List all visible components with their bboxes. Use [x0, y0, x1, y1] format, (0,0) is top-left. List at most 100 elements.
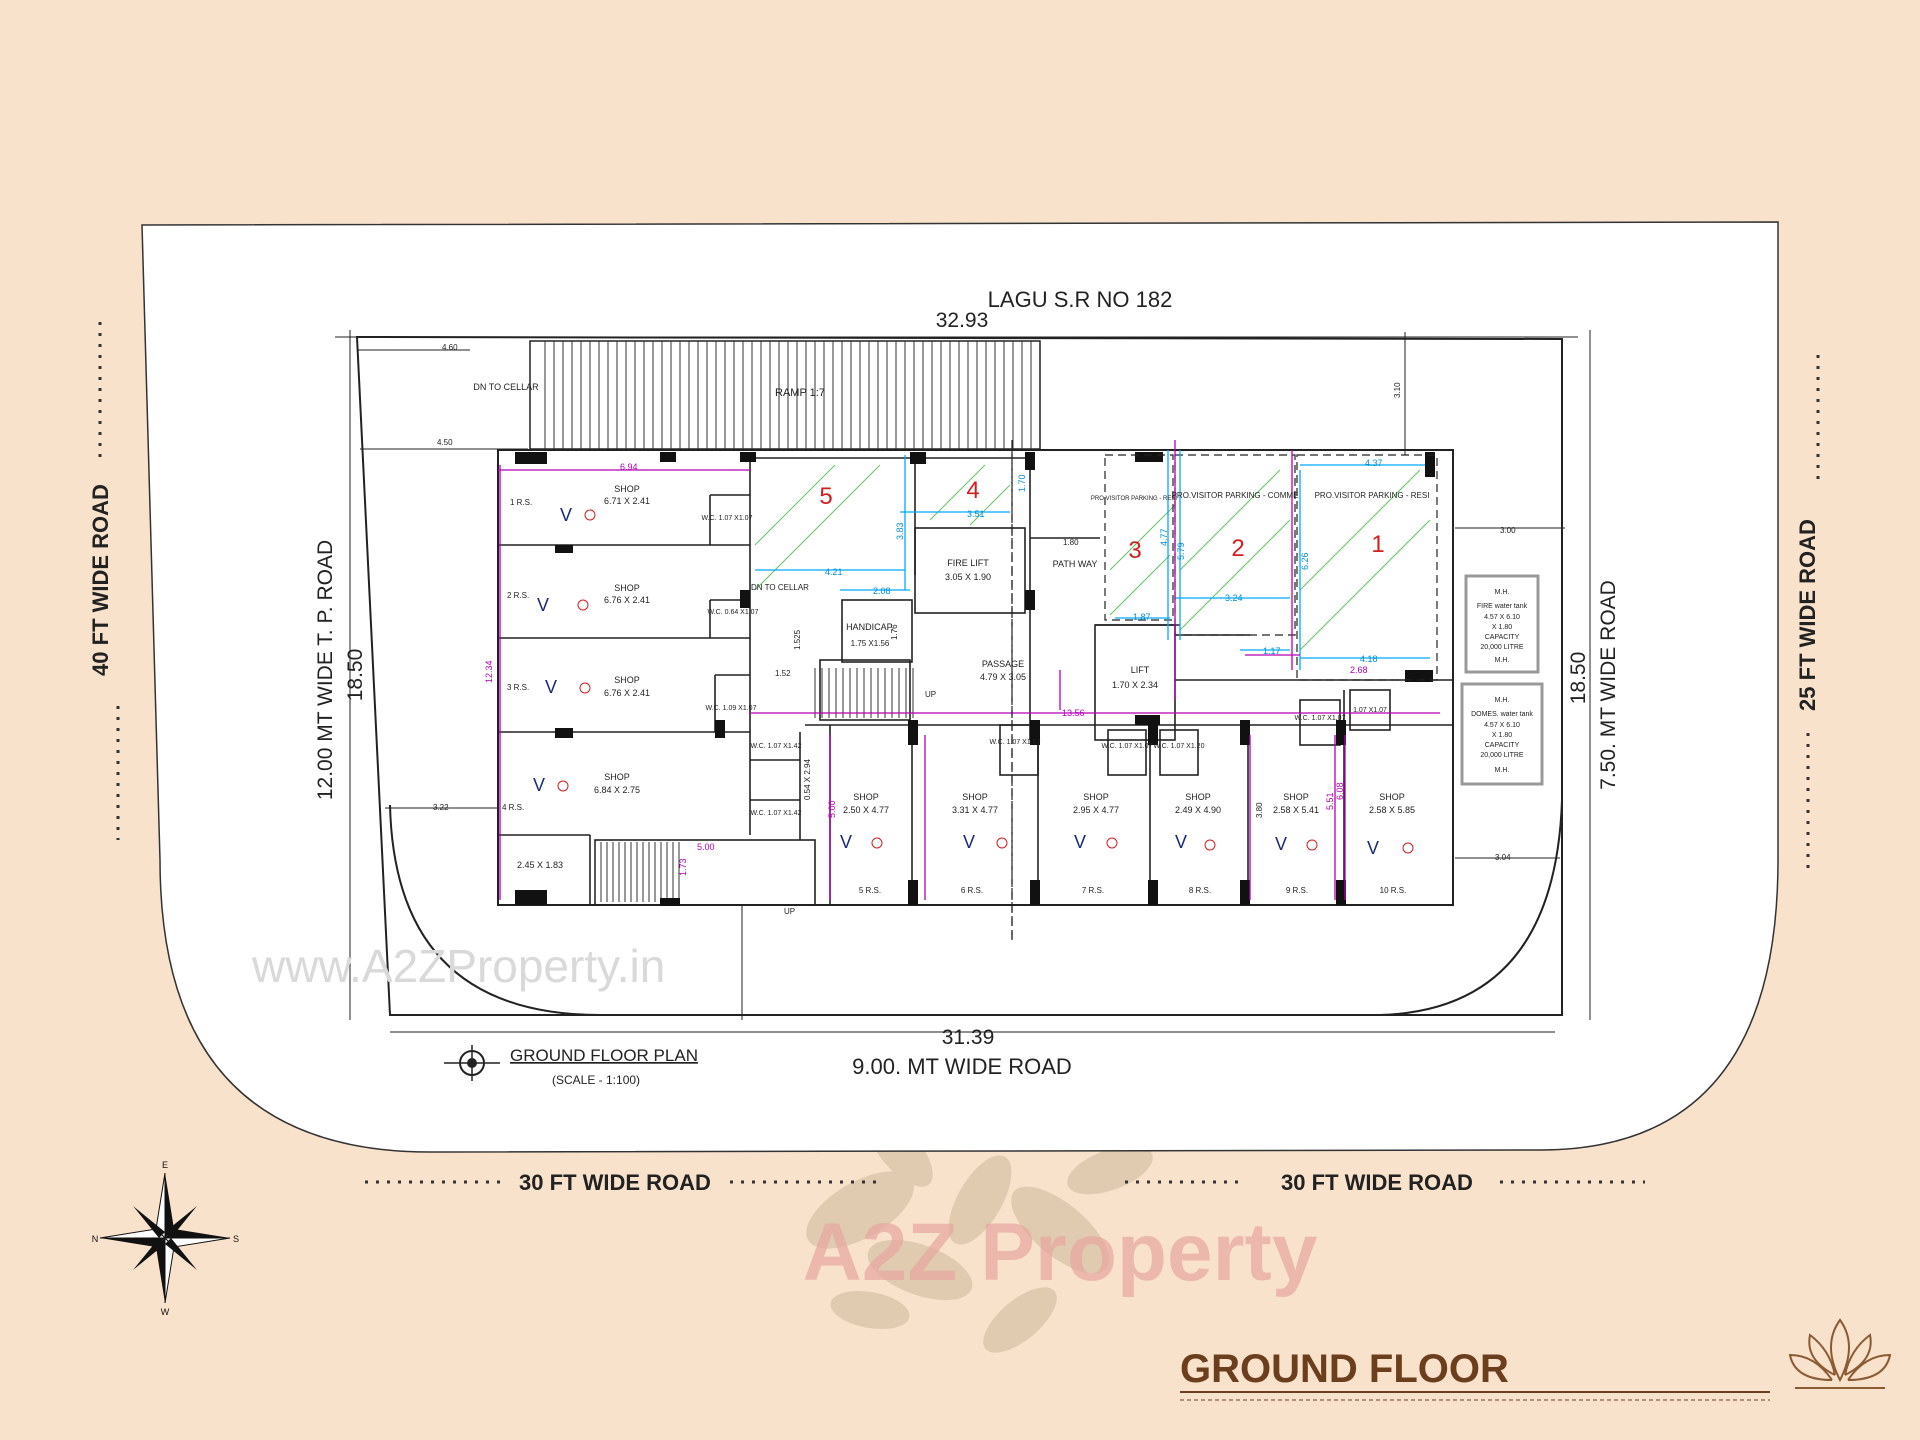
sprinkler-icons: V V V V V V V V V V	[533, 505, 1414, 858]
dim-5-00b: 5.00	[697, 842, 715, 852]
dim-5-51: 5.51	[1325, 792, 1335, 810]
svg-text:V: V	[545, 677, 557, 697]
shop-8-rs: 8 R.S.	[1189, 886, 1211, 895]
dim-3-04: 3.04	[1495, 853, 1511, 862]
cyan-dimensions	[755, 450, 1430, 670]
dn-cellar-mid-label: DN TO CELLAR	[751, 583, 809, 592]
bottom-dimension: 31.39	[942, 1026, 995, 1049]
parking-hatch	[754, 464, 1431, 651]
shop-5-name: SHOP	[853, 792, 879, 802]
top-dimension: 32.93	[936, 309, 989, 332]
svg-text:V: V	[1175, 832, 1187, 852]
domes-tank-mh-bottom: M.H.	[1495, 767, 1510, 774]
shop-4-name: SHOP	[604, 772, 630, 782]
parking-number-3: 3	[1128, 537, 1141, 564]
dim-1-76: 1.76	[890, 624, 899, 640]
compass-south: S	[233, 1234, 239, 1244]
bottom-road-label: 9.00. MT WIDE ROAD	[852, 1054, 1072, 1079]
dim-12-34: 12.34	[484, 660, 494, 683]
fire-lift-size: 3.05 X 1.90	[945, 572, 991, 582]
dim-4-18: 4.18	[1360, 654, 1378, 664]
dim-13-56: 13.56	[1062, 708, 1085, 718]
road-bottom-right-label: 30 FT WIDE ROAD	[1281, 1170, 1473, 1195]
handicap-size: 1.75 X1.56	[851, 639, 890, 648]
left-road-label: 12.00 MT WIDE T. P. ROAD	[314, 540, 337, 800]
fire-lift-label: FIRE LIFT	[947, 558, 989, 568]
dim-4-50: 4.50	[437, 438, 453, 447]
wc-label-3: W.C. 1.09 X1.07	[706, 705, 757, 712]
shop-6-rs: 6 R.S.	[961, 886, 983, 895]
compass-east: E	[162, 1160, 168, 1170]
dim-6-26: 6.26	[1300, 552, 1310, 570]
shop-10-size: 2.58 X 5.85	[1369, 805, 1415, 815]
dim-4-60: 4.60	[442, 343, 458, 352]
dim-3-80: 3.80	[1255, 802, 1264, 818]
shop-9-rs: 9 R.S.	[1286, 886, 1308, 895]
dim-1-80: 1.80	[1063, 538, 1079, 547]
dim-3-22: 3.22	[433, 803, 449, 812]
dim-3-24: 3.24	[1225, 593, 1243, 603]
dim-3-83: 3.83	[895, 522, 905, 540]
lift-size: 1.70 X 2.34	[1112, 680, 1158, 690]
shop-4-size: 6.84 X 2.75	[594, 785, 640, 795]
domes-water-tank	[1460, 682, 1544, 786]
url-watermark: www.A2ZProperty.in	[251, 940, 665, 992]
shop-6-name: SHOP	[962, 792, 988, 802]
fire-tank-mh-bottom: M.H.	[1495, 657, 1510, 664]
plan-title: GROUND FLOOR PLAN	[510, 1046, 698, 1065]
shop-1-rs: 1 R.S.	[510, 498, 532, 507]
plan-compass-icon	[444, 1045, 500, 1081]
columns	[515, 452, 1435, 906]
fire-water-tank	[1464, 574, 1540, 674]
shop-3-size: 6.76 X 2.41	[604, 688, 650, 698]
wc-label-4: W.C. 1.07 X1.42	[751, 743, 802, 750]
dim-0-54: 0.54 X 2.94	[803, 759, 812, 800]
shop-8-size: 2.49 X 4.90	[1175, 805, 1221, 815]
lotus-icon	[1788, 1318, 1892, 1389]
dim-5-79: 5.79	[1176, 542, 1186, 560]
dim-1-87: 1.87	[1133, 612, 1151, 622]
parking-label-2: PRO.VISITOR PARKING - COMME	[1172, 491, 1299, 500]
footer-title: GROUND FLOOR	[1180, 1347, 1509, 1391]
svg-text:V: V	[560, 505, 572, 525]
shop-9-name: SHOP	[1283, 792, 1309, 802]
domes-tank-line4: CAPACITY	[1485, 742, 1520, 749]
dim-2-08: 2.08	[873, 586, 891, 596]
passage-size: 4.79 X 3.05	[980, 672, 1026, 682]
domes-tank-line3: X 1.80	[1492, 732, 1512, 739]
domes-tank-line1: DOMES. water tank	[1471, 711, 1533, 718]
plot-boundary	[355, 335, 1563, 1016]
shop-7-size: 2.95 X 4.77	[1073, 805, 1119, 815]
shop-10-rs: 10 R.S.	[1380, 886, 1407, 895]
parking-number-2: 2	[1231, 535, 1244, 562]
dim-4-37: 4.37	[1365, 458, 1383, 468]
shop-2-name: SHOP	[614, 583, 640, 593]
svg-text:V: V	[1275, 834, 1287, 854]
road-bottom-left-label: 30 FT WIDE ROAD	[519, 1170, 711, 1195]
building-outline	[497, 449, 1454, 906]
shop-8-name: SHOP	[1185, 792, 1211, 802]
brand-watermark: A2Z Property	[803, 1207, 1318, 1298]
svg-text:V: V	[963, 832, 975, 852]
shop-6-size: 3.31 X 4.77	[952, 805, 998, 815]
ramp	[529, 340, 1041, 450]
passage-label: PASSAGE	[982, 659, 1024, 669]
shop-4-rs: 4 R.S.	[502, 803, 524, 812]
dim-6-94: 6.94	[620, 462, 638, 472]
left-dimension: 18.50	[344, 649, 367, 702]
up-label-2: UP	[784, 907, 795, 916]
fire-tank-line4: CAPACITY	[1485, 634, 1520, 641]
shop-7-rs: 7 R.S.	[1082, 886, 1104, 895]
dim-4-77: 4.77	[1159, 528, 1169, 546]
dim-1-17: 1.17	[1263, 646, 1281, 656]
fire-tank-line3: X 1.80	[1492, 624, 1512, 631]
staircase-top	[814, 668, 914, 718]
compass-north: N	[92, 1234, 99, 1244]
fire-tank-line1: FIRE water tank	[1477, 603, 1528, 610]
dim-1-70: 1.70	[1017, 474, 1027, 492]
wc-label-2: W.C. 0.64 X1.07	[708, 609, 759, 616]
dim-1-525: 1.525	[793, 629, 802, 650]
shop-3-name: SHOP	[614, 675, 640, 685]
